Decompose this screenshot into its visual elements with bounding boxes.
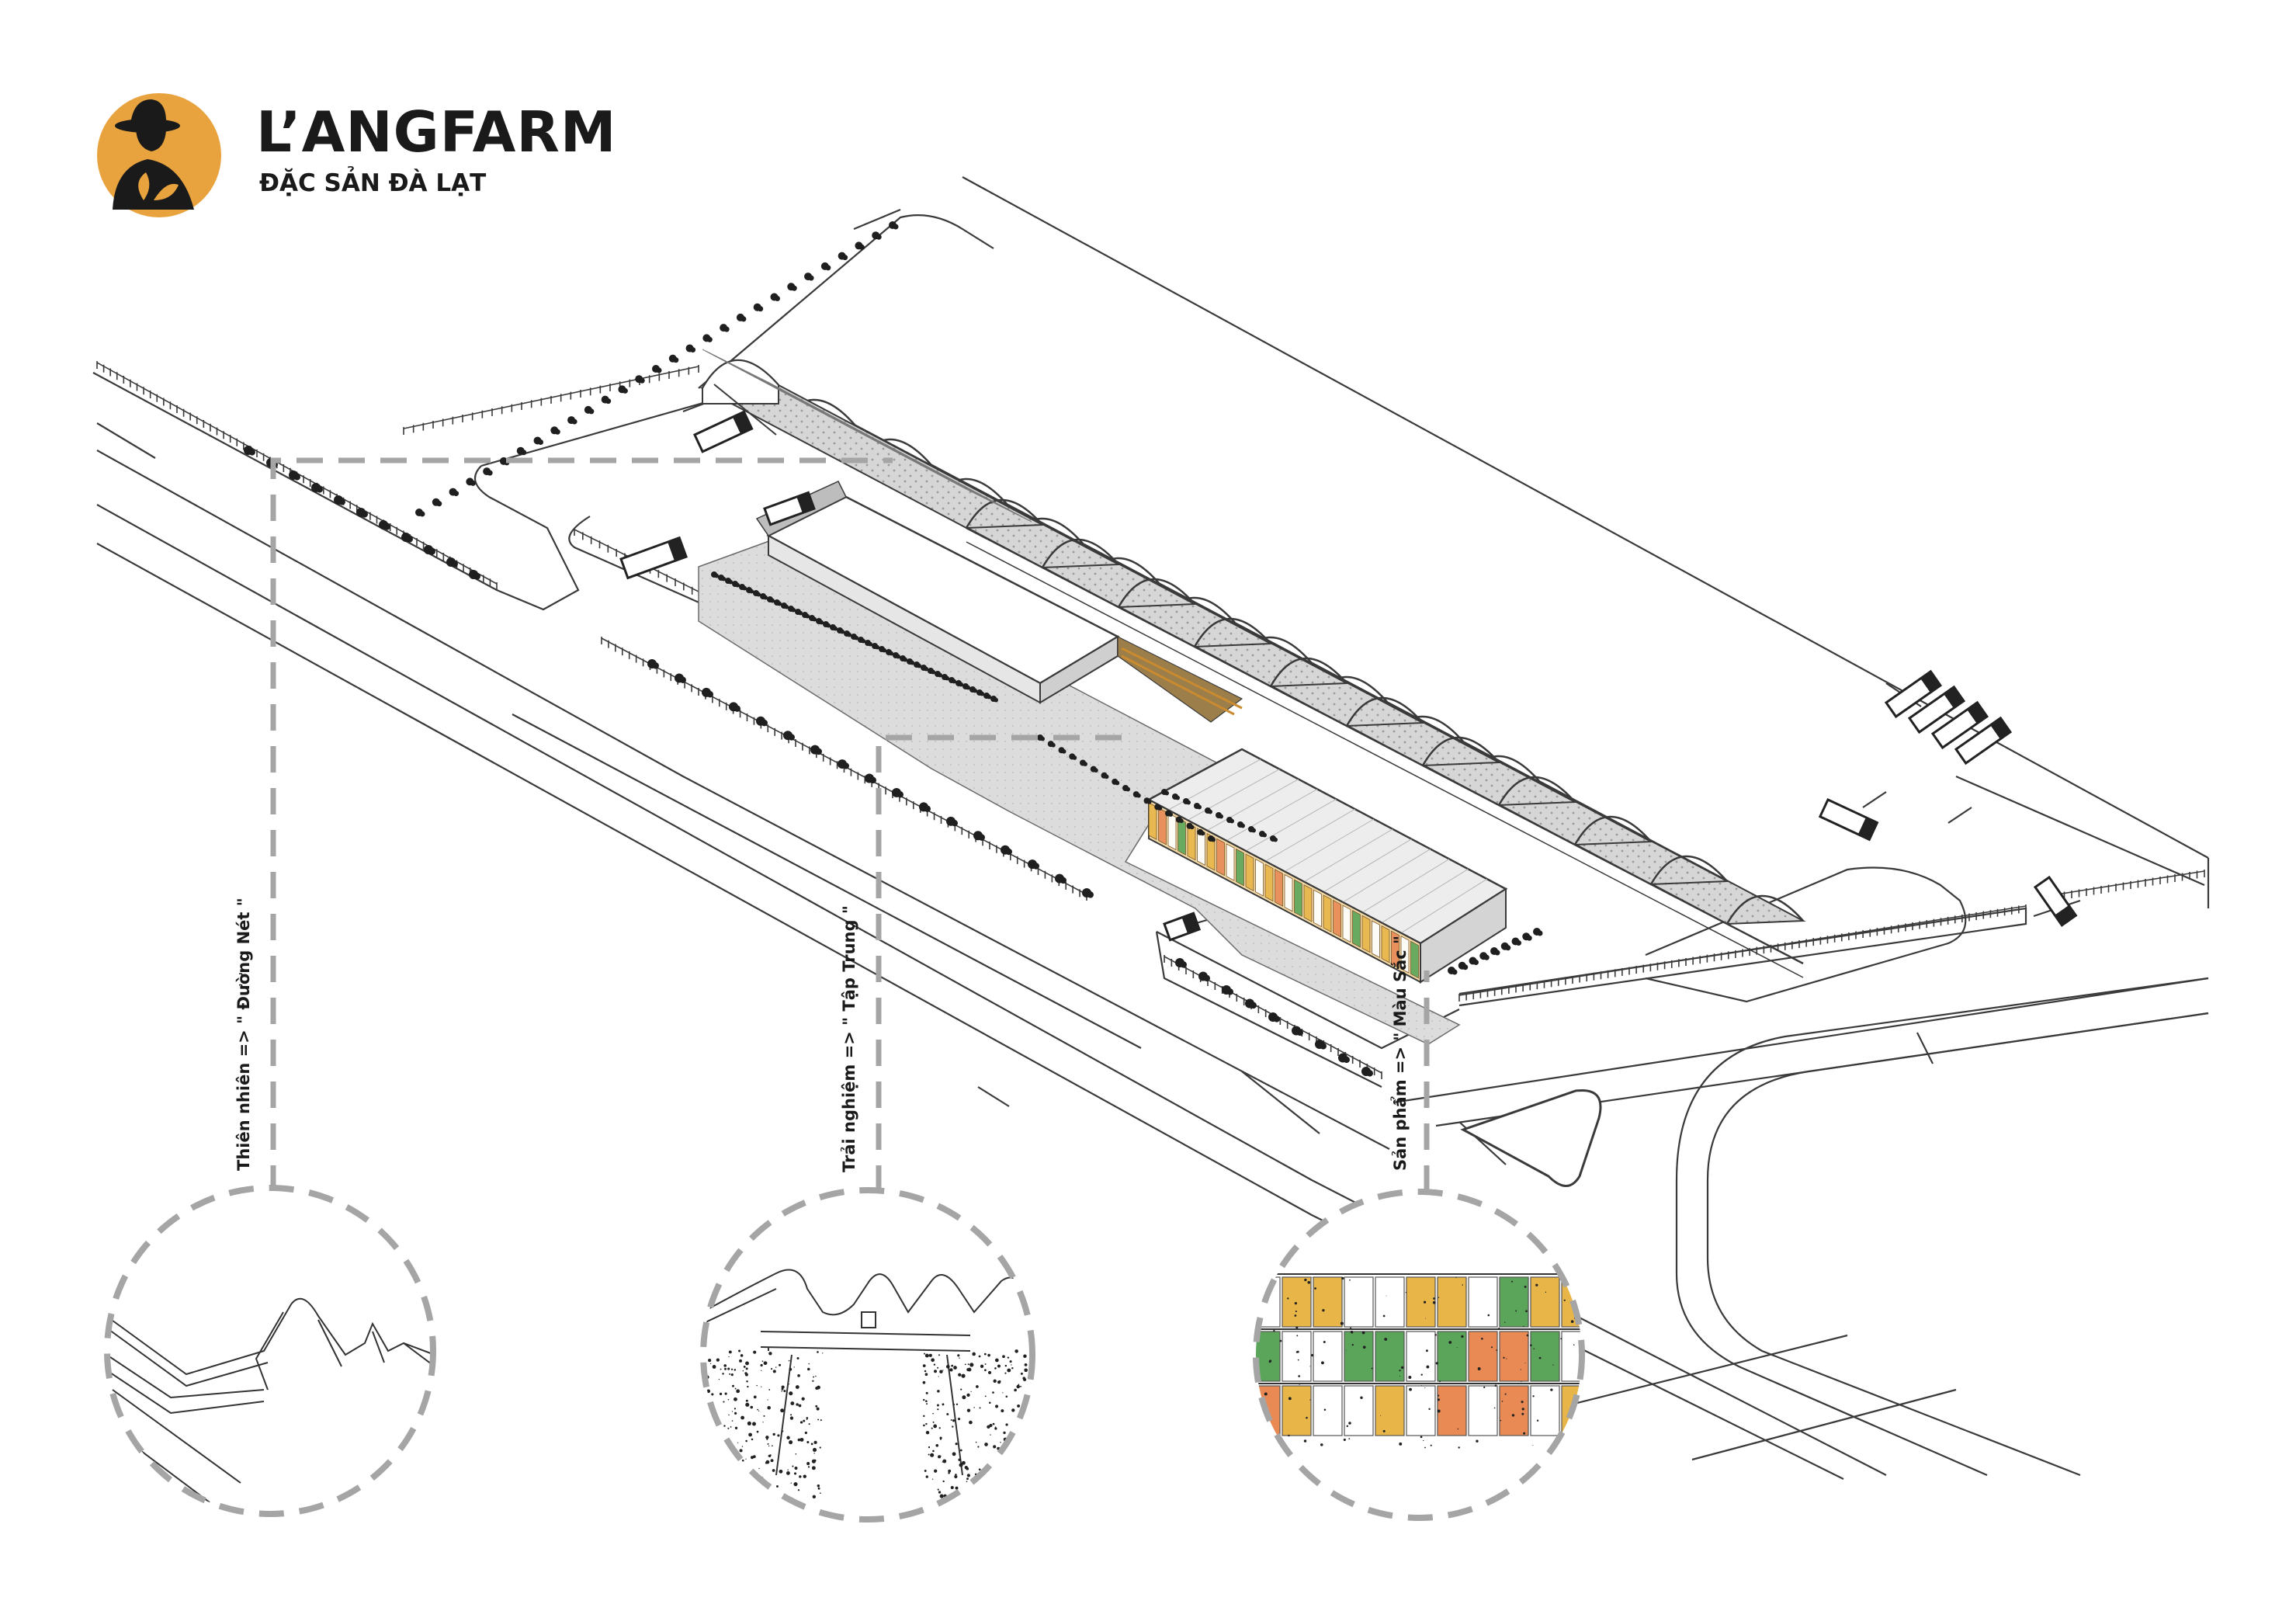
brand-logo [97,93,221,217]
concept-label-nature: Thiên nhiên => " Đường Nét " [234,898,253,1171]
concept-label-product: Sản phẩm => " Màu Sắc " [1391,936,1410,1171]
fences [96,361,2205,1079]
site-boundary [92,214,2205,1088]
leader-lines [270,457,1430,1192]
concept-label-experience: Trải nghiệm => " Tập Trung " [840,905,858,1172]
visitor-pavilion [755,481,1243,723]
traffic-island [1460,1089,1602,1187]
plaza [698,535,1461,1045]
greenhouse-hall [699,349,1806,978]
brand-name: L’ANGFARM [256,99,617,165]
vehicles [619,410,2078,942]
detail-circle-focus [700,1187,1035,1523]
road-network [96,176,2210,1480]
detail-circle-colors [1253,1189,1585,1521]
detail-circle-lines [104,1185,436,1517]
product-building [1146,748,1508,984]
brand-tagline: ĐẶC SẢN ĐÀ LẠT [259,169,487,197]
